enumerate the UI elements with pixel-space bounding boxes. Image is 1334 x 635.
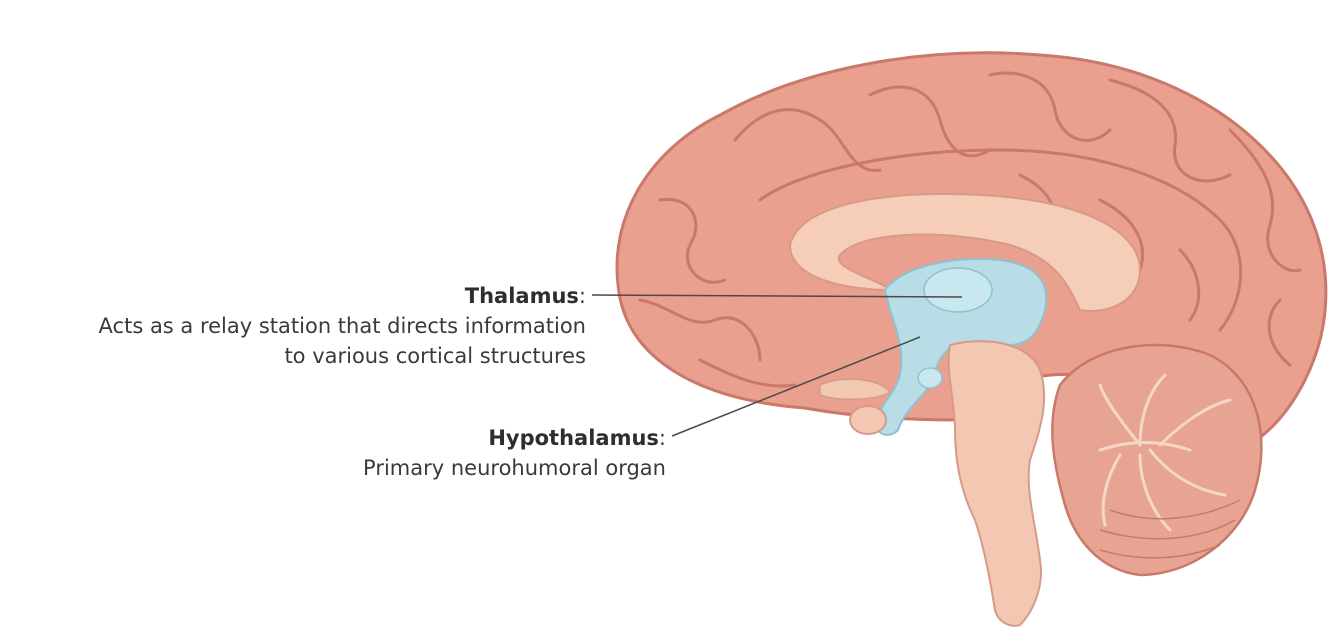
cortical-sulci — [638, 71, 1302, 388]
corpus-callosum — [788, 193, 1142, 312]
mammillary-body — [917, 367, 943, 389]
thalamus-label: Thalamus: Acts as a relay station that d… — [99, 281, 586, 371]
optic-chiasm — [849, 405, 887, 435]
anterior-commissure — [819, 378, 892, 401]
hypothalamus-description-line-1: Primary neurohumoral organ — [363, 456, 666, 480]
thalamus-term: Thalamus — [464, 284, 579, 308]
hypothalamus-label: Hypothalamus: Primary neurohumoral organ — [363, 423, 666, 483]
thalamus-mass — [923, 267, 993, 313]
thalamus-colon: : — [578, 284, 586, 308]
hypothalamus-leader-line — [671, 336, 921, 437]
cerebellum-folia — [1099, 499, 1241, 559]
hypothalamus-colon: : — [658, 426, 666, 450]
thalamus-description-line-1: Acts as a relay station that directs inf… — [98, 314, 586, 338]
diencephalon — [874, 257, 1048, 436]
thalamus-description-line-2: to various cortical structures — [284, 344, 586, 368]
brainstem — [947, 340, 1046, 627]
thalamus-leader-line — [591, 294, 963, 298]
arbor-vitae — [1098, 373, 1232, 532]
hypothalamus-term: Hypothalamus — [488, 426, 659, 450]
